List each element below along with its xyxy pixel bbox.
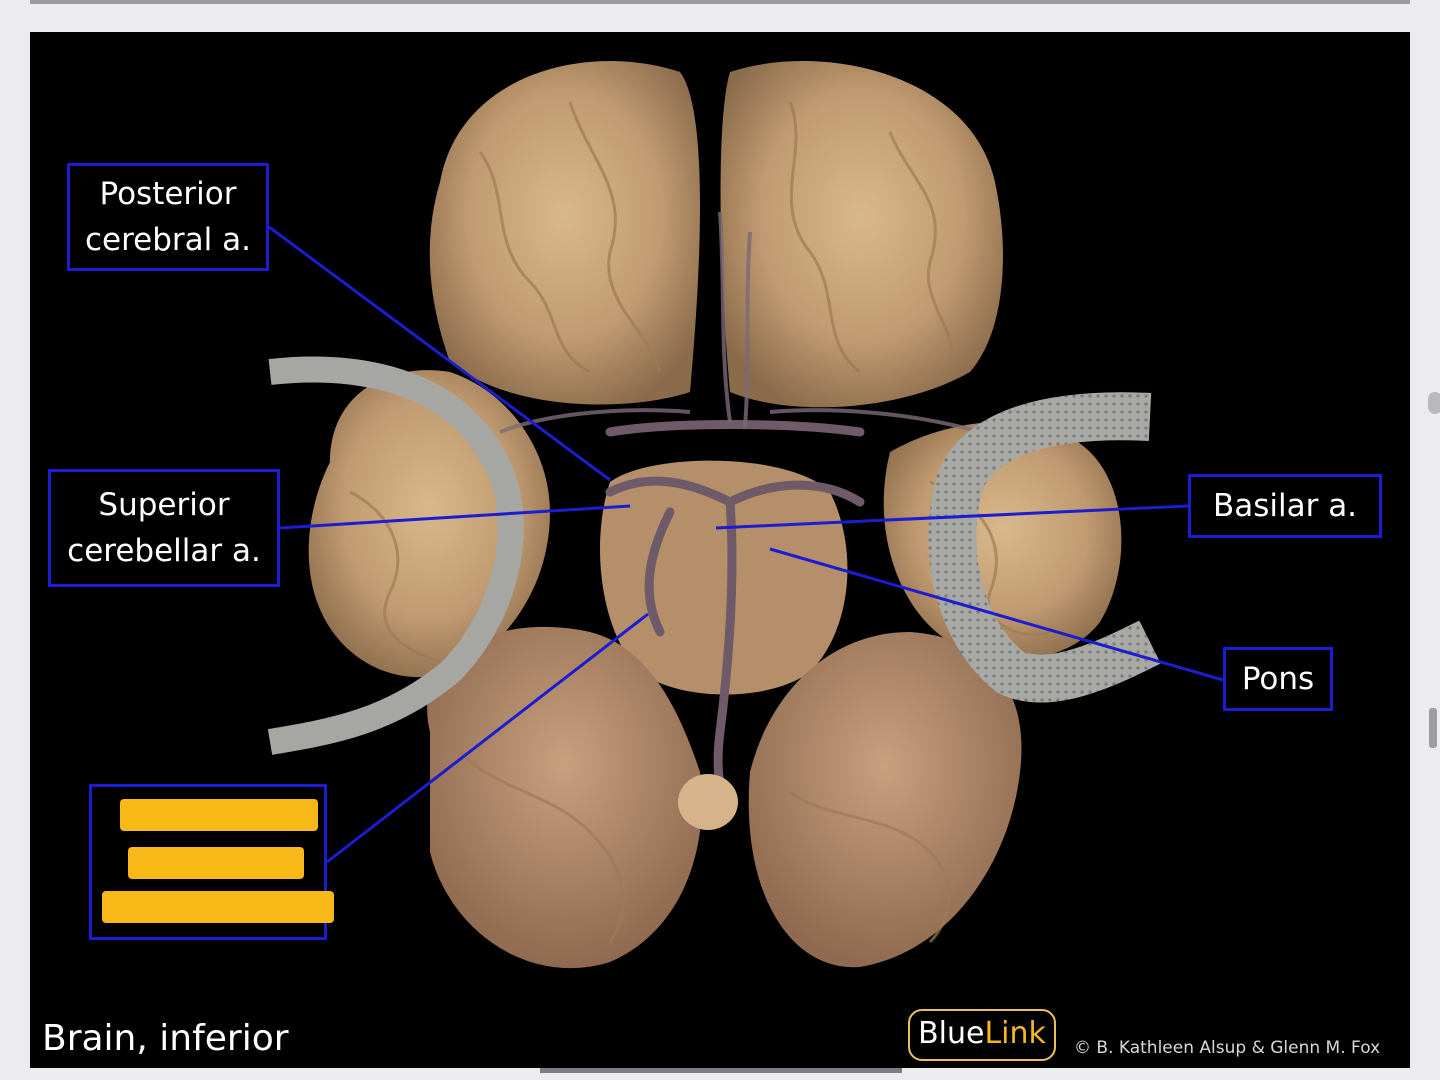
left-frontal-lobe: [429, 61, 700, 405]
redaction-bar-2: [128, 847, 304, 879]
left-cerebellum: [427, 626, 702, 969]
leader-line-hidden: [326, 612, 649, 864]
spinal-cord-stump: [678, 774, 738, 830]
bluelink-logo: BlueLink: [908, 1009, 1056, 1061]
home-indicator-bar: [540, 1068, 902, 1073]
label-redacted-answer: [89, 784, 334, 940]
slide-canvas: Posterior cerebral a. Superior cerebella…: [30, 32, 1410, 1068]
label-superior-cerebellar-artery: Superior cerebellar a.: [48, 469, 280, 587]
brain-specimen-image: [267, 61, 1224, 969]
copyright-notice: © B. Kathleen Alsup & Glenn M. Fox: [1074, 1038, 1381, 1058]
window-top-edge: [30, 0, 1410, 4]
slide-title: Brain, inferior: [42, 1018, 289, 1059]
scroll-indicator-dot[interactable]: [1428, 392, 1440, 414]
brand-part-blue: Blue: [918, 1016, 985, 1051]
leader-line-basilar: [715, 504, 1189, 530]
leader-line-superior: [279, 504, 631, 530]
label-basilar-artery: Basilar a.: [1188, 474, 1382, 538]
leader-line-pons: [769, 547, 1224, 682]
brand-part-link: Link: [984, 1016, 1046, 1051]
label-pons: Pons: [1223, 647, 1333, 711]
right-retractor-strap: [928, 392, 1161, 703]
right-cerebellum: [748, 632, 1022, 968]
redaction-bar-1: [120, 799, 318, 831]
label-posterior-cerebral-artery: Posterior cerebral a.: [67, 163, 269, 271]
right-frontal-lobe: [720, 61, 1003, 408]
left-retractor-strap: [267, 356, 524, 755]
leader-lines: [268, 225, 1224, 864]
leader-line-posterior: [268, 225, 611, 482]
scrollbar-thumb[interactable]: [1429, 708, 1437, 748]
redaction-bar-3: [102, 891, 334, 923]
